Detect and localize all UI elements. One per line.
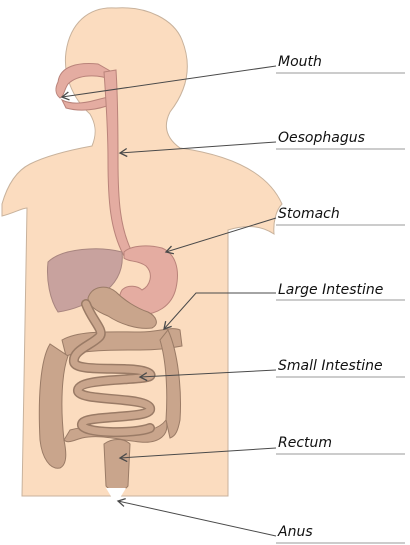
label-rectum: Rectum — [278, 435, 332, 451]
label-large-intestine: Large Intestine — [278, 282, 383, 298]
label-oesophagus: Oesophagus — [278, 130, 365, 146]
label-small-intestine: Small Intestine — [278, 358, 383, 374]
labels: Mouth Oesophagus Stomach Large Intestine… — [277, 54, 383, 540]
pointer-anus — [118, 501, 276, 536]
label-mouth: Mouth — [278, 54, 322, 70]
label-stomach: Stomach — [278, 206, 340, 222]
label-anus: Anus — [277, 524, 313, 540]
rectum-organ — [104, 440, 130, 491]
